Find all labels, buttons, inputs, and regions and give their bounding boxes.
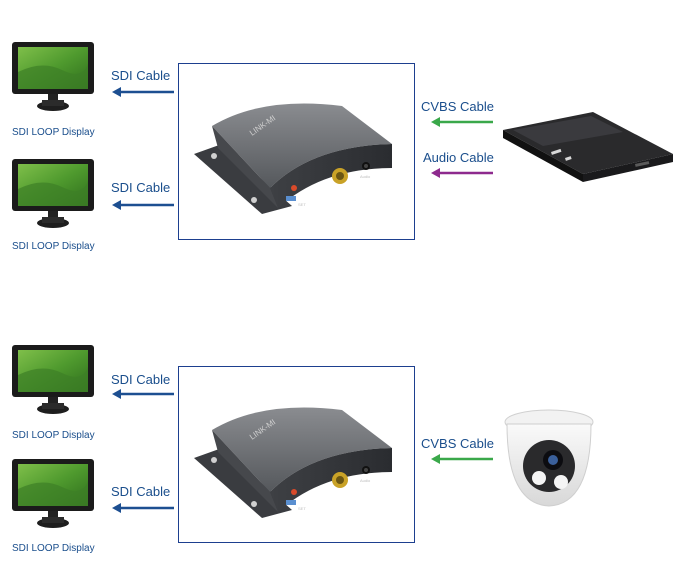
sdi-cable-label: SDI Cable	[111, 180, 171, 195]
device-button-label: SET	[298, 202, 306, 207]
sdi-loop-display-icon	[12, 459, 94, 528]
device-audio-port-label: Audio	[360, 478, 371, 483]
sdi-loop-display-icon	[12, 345, 94, 414]
cvbs-arrow-left	[431, 117, 493, 127]
converter-frame	[178, 366, 415, 543]
display-caption: SDI LOOP Display	[12, 430, 95, 441]
device-button-label: SET	[298, 506, 306, 511]
audio-cable-label: Audio Cable	[423, 150, 494, 165]
display-caption: SDI LOOP Display	[12, 241, 95, 252]
device-audio-port-label: Audio	[360, 174, 371, 179]
sdi-loop-display-icon	[12, 42, 94, 111]
sdi-loop-display-icon	[12, 159, 94, 228]
cvbs-cable-label: CVBS Cable	[421, 436, 494, 451]
sdi-converter-device-icon: LINK-MI SET Audio	[194, 103, 392, 214]
sdi-cable-label: SDI Cable	[111, 68, 171, 83]
sdi-converter-device-icon: LINK-MI SET Audio	[194, 407, 392, 518]
dome-camera-icon	[504, 409, 594, 507]
audio-arrow-left	[431, 168, 493, 178]
sdi-arrow-left	[112, 87, 174, 97]
display-caption: SDI LOOP Display	[12, 543, 95, 554]
sdi-arrow-left	[112, 389, 174, 399]
sdi-arrow-left	[112, 503, 174, 513]
converter-frame	[178, 63, 415, 240]
sdi-arrow-left	[112, 200, 174, 210]
cvbs-arrow-left	[431, 454, 493, 464]
cvbs-cable-label: CVBS Cable	[421, 99, 494, 114]
sdi-cable-label: SDI Cable	[111, 372, 171, 387]
dvd-player-icon	[503, 112, 673, 182]
display-caption: SDI LOOP Display	[12, 127, 95, 138]
sdi-cable-label: SDI Cable	[111, 484, 171, 499]
